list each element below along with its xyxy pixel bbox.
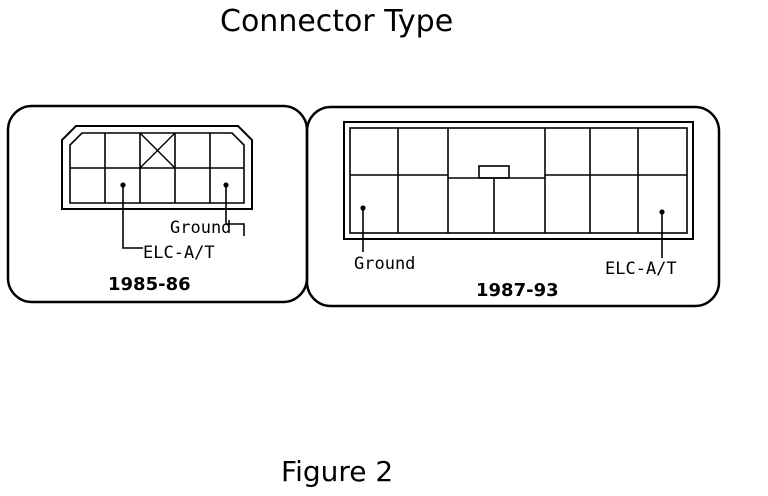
panel-frame <box>305 105 721 308</box>
year-label: 1985-86 <box>108 274 191 295</box>
connector-panel-1985-86: Ground ELC-A/T 1985-86 <box>6 104 309 304</box>
elc-label: ELC-A/T <box>605 259 677 279</box>
ground-label: Ground <box>354 254 415 274</box>
elc-label: ELC-A/T <box>143 243 215 263</box>
connector-housing <box>61 125 253 210</box>
connector-housing <box>343 121 694 240</box>
connector-panel-1987-93: Ground ELC-A/T 1987-93 <box>305 105 721 308</box>
ground-label: Ground <box>170 218 231 238</box>
blocked-cavity-mark <box>139 132 176 169</box>
ground-leader-line <box>225 185 245 236</box>
figure-title: Connector Type <box>220 4 453 39</box>
elc-leader-line <box>122 185 143 249</box>
lock-tab <box>478 165 510 179</box>
year-label: 1987-93 <box>476 280 559 301</box>
panel-frame <box>6 104 309 304</box>
figure-caption: Figure 2 <box>281 455 393 488</box>
